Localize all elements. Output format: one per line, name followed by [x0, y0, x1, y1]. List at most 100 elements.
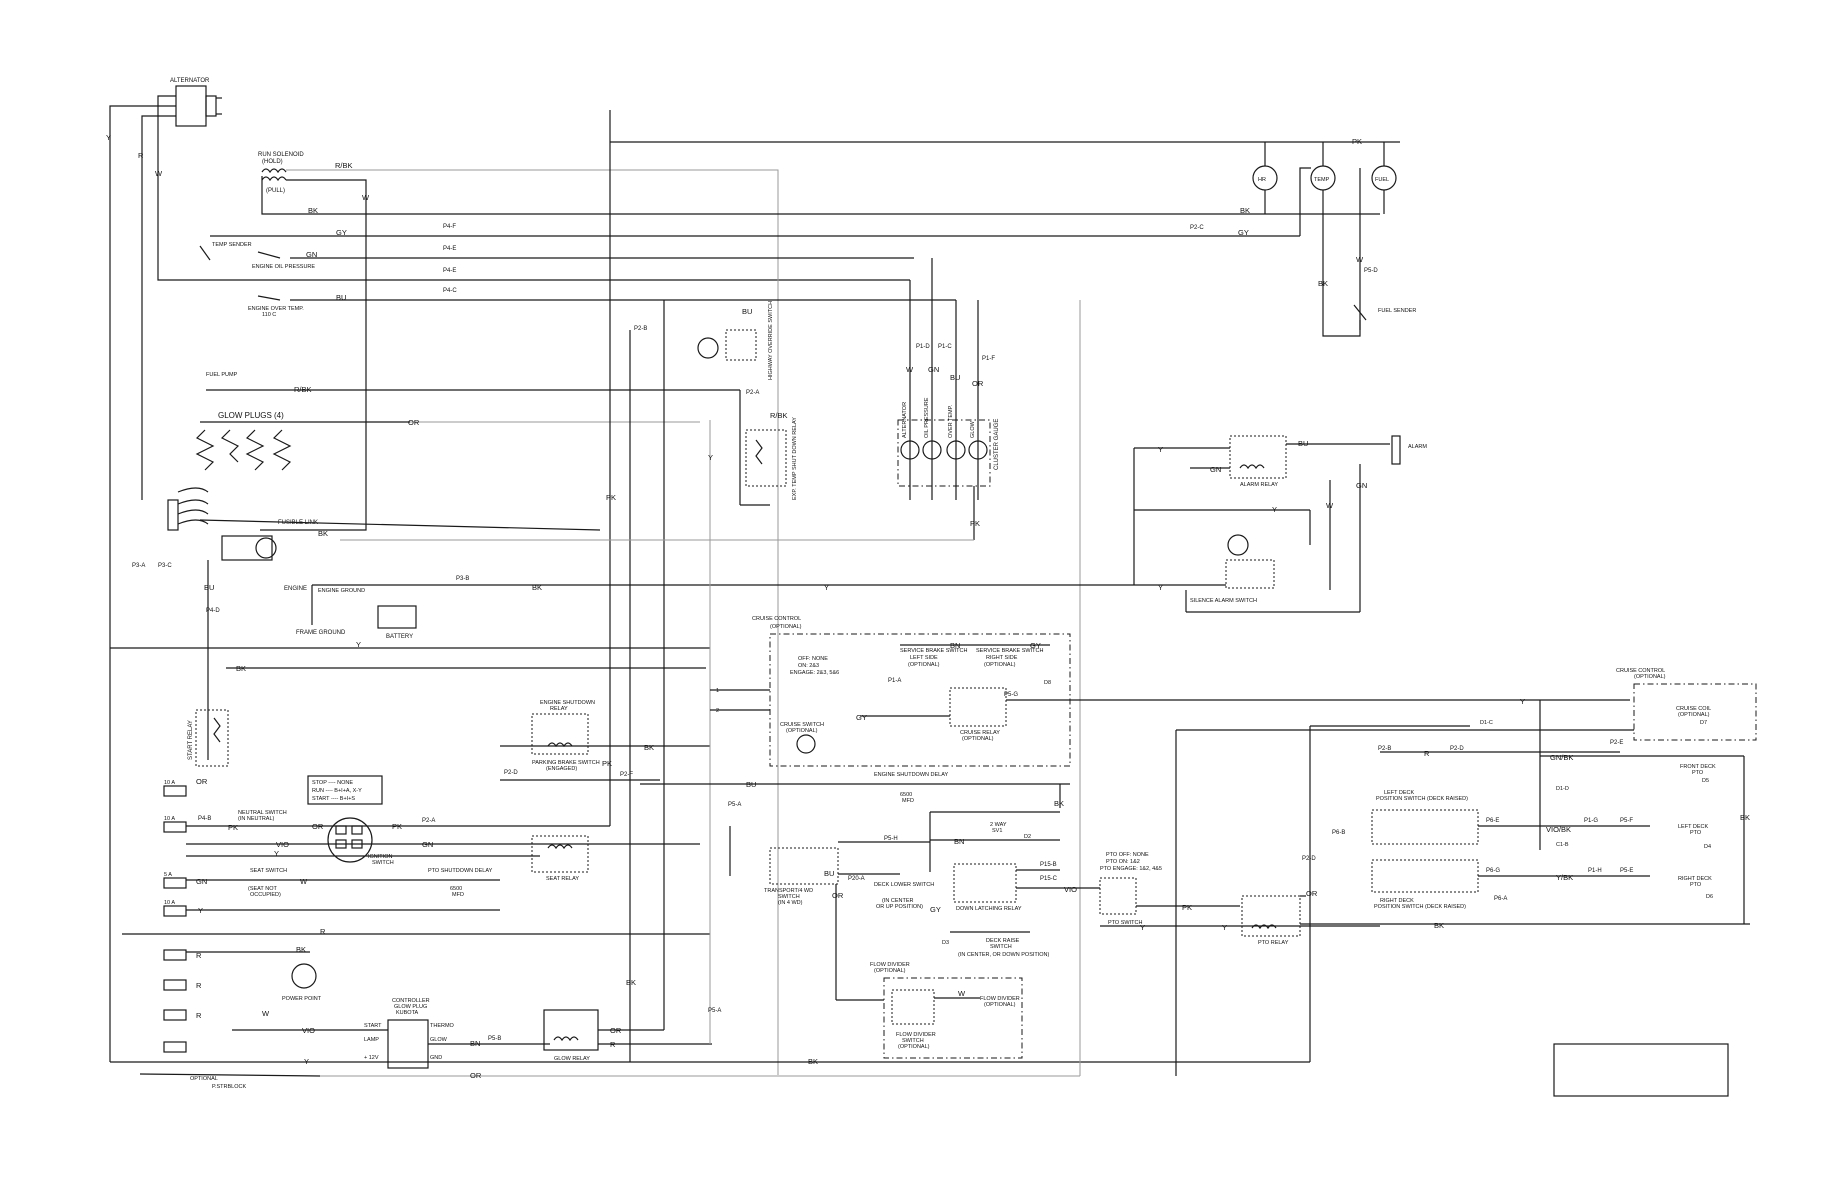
- wire-label-bk-5: BK: [236, 664, 246, 673]
- pin-2-label: 2: [716, 708, 719, 714]
- diode-d1c: D1-C: [1480, 720, 1493, 726]
- run-solenoid-hold: (HOLD): [262, 159, 283, 165]
- fuel-gauge-label: FUEL: [1375, 177, 1389, 183]
- wire-label-vio-1: VIO: [276, 840, 289, 849]
- ignition-switch[interactable]: IGNITION SWITCH: [327, 817, 394, 866]
- hour-meter: HR: [1252, 165, 1278, 191]
- conn-p3a: P3-A: [132, 563, 145, 569]
- wire-label-pk-7: PK: [1182, 903, 1192, 912]
- pto-shutdown-delay-value: 6500: [450, 886, 462, 892]
- conn-p3b: P3-B: [456, 576, 469, 582]
- conn-p2d: P2-D: [504, 770, 518, 776]
- flow-divider-label: FLOW DIVIDER: [870, 962, 910, 968]
- cruise-state-engage: ENGAGE: 2&3, 5&6: [790, 670, 839, 676]
- two-way-sv-label: 2 WAY: [990, 822, 1007, 828]
- conn-p1a: P1-A: [888, 678, 901, 684]
- conn-p6g: P6-G: [1486, 868, 1500, 874]
- fuse-rating-3: 5 A: [164, 872, 172, 878]
- conn-p1g: P1-G: [1584, 818, 1598, 824]
- wire-label-gnbk: GN/BK: [1550, 753, 1573, 762]
- wire-label-w-4: W: [262, 1009, 270, 1018]
- pto-switch-label: PTO SWITCH: [1108, 920, 1142, 926]
- ignition-switch-label: IGNITION: [368, 854, 392, 860]
- wire-label-r-6: R: [610, 1040, 616, 1049]
- conn-p5d: P5-D: [1364, 268, 1378, 274]
- conn-p4e: P4-E: [443, 246, 456, 252]
- cluster-overtemp-label: OVER TEMP.: [948, 404, 954, 438]
- deck-raise-label: DECK RAISE: [986, 938, 1020, 944]
- temp-sender-label: TEMP SENDER: [212, 242, 252, 248]
- wire-label-w-5: W: [906, 365, 914, 374]
- fuse-rating-4: 10 A: [164, 900, 175, 906]
- conn-p4f: P4-F: [443, 224, 456, 230]
- conn-p15b: P15-B: [1040, 862, 1057, 868]
- esd-cap-unit: MFD: [902, 798, 914, 804]
- controller-pin-thermo: THERMO: [430, 1023, 455, 1029]
- controller-label: CONTROLLER: [392, 998, 430, 1004]
- right-deck-position-switch[interactable]: RIGHT DECK POSITION SWITCH (DECK RAISED): [1371, 859, 1479, 910]
- pto-switch[interactable]: PTO SWITCH: [1099, 877, 1142, 926]
- highway-override-switch[interactable]: HIGHWAY OVERRIDE SWITCH: [697, 301, 774, 380]
- wire-label-or-5: OR: [610, 1026, 622, 1035]
- cruise-control-right-box: CRUISE CONTROL (OPTIONAL) CRUISE COIL (O…: [1616, 668, 1757, 741]
- controller-pin-glow: GLOW: [430, 1037, 448, 1043]
- engine-shutdown-relay: ENGINE SHUTDOWN RELAY: [531, 700, 595, 755]
- cruise-right-optional: (OPTIONAL): [1634, 674, 1666, 680]
- conn-p20a: P20-A: [848, 876, 865, 882]
- key-table: STOP ---- NONE RUN ---- B+I+A, X-Y START…: [307, 775, 383, 805]
- wire-label-bk-1: BK: [308, 206, 318, 215]
- wire-label-w-7: W: [1326, 501, 1334, 510]
- wire-label-bk-10: BK: [1318, 279, 1328, 288]
- wire-label-gy-2: GY: [1238, 228, 1249, 237]
- cruise-relay-optional: (OPTIONAL): [962, 736, 994, 742]
- run-solenoid-label: RUN SOLENOID: [258, 152, 304, 158]
- hour-meter-label: HR: [1258, 177, 1266, 183]
- power-point-label: POWER POINT: [282, 996, 322, 1002]
- wire-label-bk-12: BK: [1434, 921, 1444, 930]
- conn-p5a: P5-A: [708, 1008, 721, 1014]
- alarm: ALARM: [1391, 435, 1427, 465]
- conn-p5g: P5-G: [1004, 692, 1018, 698]
- pin-1-label: 1: [716, 688, 719, 694]
- cruise-coil-optional: (OPTIONAL): [1678, 712, 1710, 718]
- wire-label-bu-5: BU: [1298, 439, 1308, 448]
- conn-p2b: P2-B: [634, 326, 647, 332]
- alarm-relay-label: ALARM RELAY: [1240, 482, 1278, 488]
- transport-4wd-switch[interactable]: TRANSPORT/4 WD SWITCH (IN 4 WD): [764, 847, 839, 906]
- wire-label-pk-5: PK: [970, 519, 980, 528]
- cluster-gauge-label: CLUSTER GAUGE: [994, 419, 1000, 470]
- wire-label-or-2: OR: [196, 777, 208, 786]
- start-relay: START RELAY: [188, 709, 229, 767]
- run-solenoid: RUN SOLENOID (HOLD) (PULL): [258, 152, 304, 194]
- glow-plugs-label: GLOW PLUGS (4): [218, 411, 284, 420]
- seat-relay: SEAT RELAY: [531, 835, 589, 882]
- wire-label-y: Y: [106, 133, 111, 142]
- controller-pin-start: START: [364, 1023, 382, 1029]
- diode-d2: D2: [1024, 834, 1031, 840]
- wire-label-y-13: Y: [1222, 923, 1227, 932]
- frame-ground-label: FRAME GROUND: [296, 630, 346, 636]
- conn-p4d: P4-D: [206, 608, 220, 614]
- silence-alarm-switch[interactable]: SILENCE ALARM SWITCH: [1190, 534, 1275, 604]
- right-deck-switch-label: RIGHT DECK: [1380, 898, 1414, 904]
- controller-pin-12v: + 12V: [364, 1055, 379, 1061]
- engine-shutdown-relay-label: ENGINE SHUTDOWN: [540, 700, 595, 706]
- run-solenoid-pull: (PULL): [266, 188, 285, 194]
- conn-p4e-2: P4-E: [443, 268, 456, 274]
- wire-label-or-7: OR: [832, 891, 844, 900]
- wire-label-y-8: Y: [1272, 505, 1277, 514]
- controller-pin-gnd: GND: [430, 1055, 442, 1061]
- wire-label-bk-8: BK: [644, 743, 654, 752]
- oil-pressure-label: ENGINE OIL PRESSURE: [252, 264, 315, 270]
- pto-relay: PTO RELAY: [1241, 895, 1301, 946]
- exp-temp-relay-label: EXP. TEMP SHUT DOWN RELAY: [792, 417, 798, 500]
- flow-divider-coil-opt: (OPTIONAL): [984, 1002, 1016, 1008]
- pto-shutdown-delay-unit: MFD: [452, 892, 464, 898]
- conn-p6b: P6-B: [1332, 830, 1345, 836]
- left-deck-position-switch[interactable]: LEFT DECK POSITION SWITCH (DECK RAISED): [1371, 790, 1479, 845]
- transport-switch-state: (IN 4 WD): [778, 900, 803, 906]
- left-deck-pto-label: LEFT DECK: [1678, 824, 1708, 830]
- service-brake-right-opt: (OPTIONAL): [984, 662, 1016, 668]
- diode-c1b: C1-B: [1556, 842, 1569, 848]
- wire-label-gn: GN: [306, 250, 317, 259]
